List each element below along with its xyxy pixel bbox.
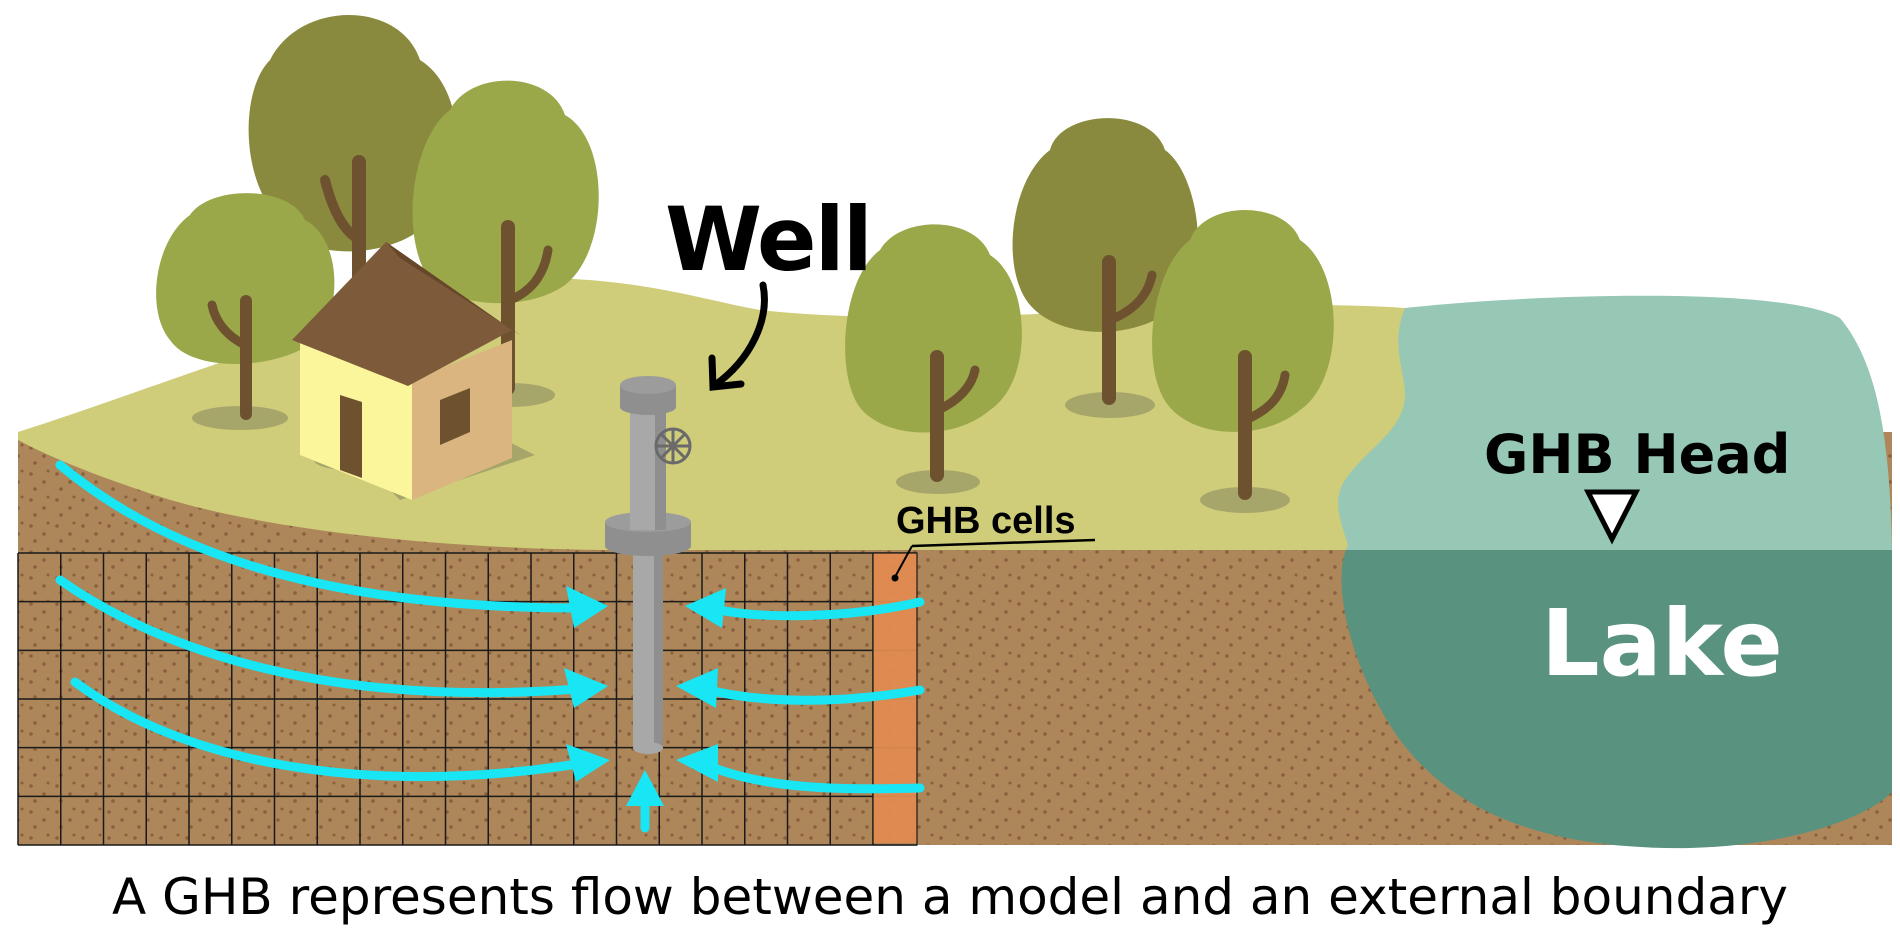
house-icon xyxy=(292,242,535,500)
tree-icon xyxy=(156,193,335,430)
arrow-head xyxy=(564,668,608,708)
figure-caption: A GHB represents flow between a model an… xyxy=(111,868,1788,926)
flow-arrow xyxy=(705,597,925,621)
flow-arrow xyxy=(695,757,925,794)
valve-wheel-icon xyxy=(654,427,692,465)
ghb-head-label: GHB Head xyxy=(1484,423,1790,486)
flow-arrow xyxy=(70,677,595,781)
curved-arrow-icon xyxy=(708,281,768,391)
arrow-head xyxy=(685,588,726,628)
flow-arrow xyxy=(55,575,595,698)
lake-label: Lake xyxy=(1541,590,1783,697)
tree-icon xyxy=(1152,210,1334,513)
arrow-head xyxy=(676,744,718,782)
flow-arrows xyxy=(55,460,925,833)
arrow-head xyxy=(566,586,608,628)
well-label: Well xyxy=(665,188,871,291)
ghb-cells-leader xyxy=(891,538,1096,582)
well-pipe-icon xyxy=(605,376,691,754)
arrow-head xyxy=(676,668,718,708)
water-level-triangle-icon xyxy=(1583,489,1641,545)
arrow-head xyxy=(626,770,664,806)
tree-icon xyxy=(845,224,1022,494)
flow-arrow xyxy=(55,460,595,613)
flow-arrow xyxy=(695,683,925,705)
tree-icon xyxy=(1012,118,1198,418)
ghb-cells-label: GHB cells xyxy=(896,500,1076,542)
arrow-head xyxy=(566,744,610,782)
